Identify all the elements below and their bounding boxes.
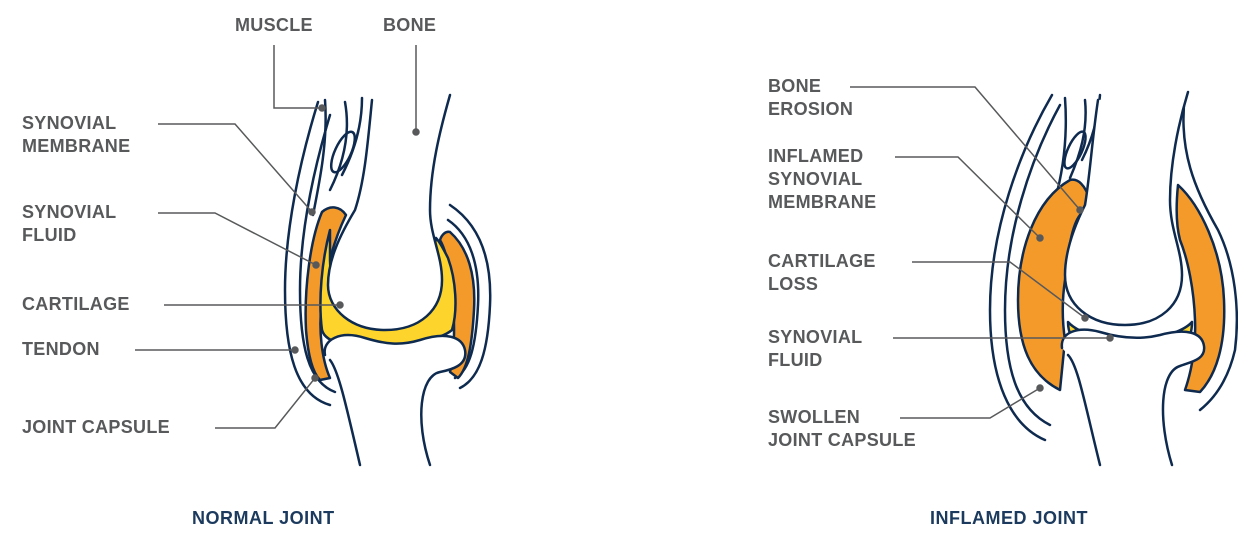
label-inflamed-synovial-membrane: INFLAMED SYNOVIAL MEMBRANE <box>768 145 876 214</box>
label-cartilage: CARTILAGE <box>22 293 130 316</box>
label-bone: BONE <box>383 14 436 37</box>
inflamed-upper-bone[interactable] <box>1065 92 1188 325</box>
label-muscle: MUSCLE <box>235 14 313 37</box>
normal-joint-illustration <box>285 95 490 465</box>
normal-lower-bone[interactable] <box>325 335 466 465</box>
label-synovial-fluid: SYNOVIAL FLUID <box>22 201 116 247</box>
label-synovial-membrane: SYNOVIAL MEMBRANE <box>22 112 130 158</box>
label-cartilage-loss: CARTILAGE LOSS <box>768 250 876 296</box>
normal-joint-title: NORMAL JOINT <box>192 508 335 529</box>
dot-joint-capsule <box>312 375 318 381</box>
label-bone-erosion: BONE EROSION <box>768 75 853 121</box>
leader-synovial-membrane <box>158 124 312 212</box>
dot-swollen-joint-capsule <box>1037 385 1043 391</box>
leader-synovial-fluid <box>158 213 316 265</box>
label-joint-capsule: JOINT CAPSULE <box>22 416 170 439</box>
dot-synovial-membrane <box>309 209 315 215</box>
dot-bone <box>413 129 419 135</box>
leader-muscle <box>274 45 322 108</box>
normal-muscle <box>313 98 362 215</box>
dot-bone-erosion <box>1077 207 1083 213</box>
dot-cartilage-loss <box>1082 315 1088 321</box>
label-swollen-joint-capsule: SWOLLEN JOINT CAPSULE <box>768 406 916 452</box>
dot-tendon <box>292 347 298 353</box>
dot-cartilage <box>337 302 343 308</box>
dot-synovial-fluid <box>313 262 319 268</box>
label-tendon: TENDON <box>22 338 100 361</box>
leader-joint-capsule <box>215 378 315 428</box>
dot-inflamed-synovial-fluid <box>1107 335 1113 341</box>
inflamed-lower-bone[interactable] <box>1062 330 1204 465</box>
inflamed-joint-title: INFLAMED JOINT <box>930 508 1088 529</box>
dot-inflamed-synovial-membrane <box>1037 235 1043 241</box>
label-inflamed-synovial-fluid: SYNOVIAL FLUID <box>768 326 862 372</box>
dot-muscle <box>319 105 325 111</box>
